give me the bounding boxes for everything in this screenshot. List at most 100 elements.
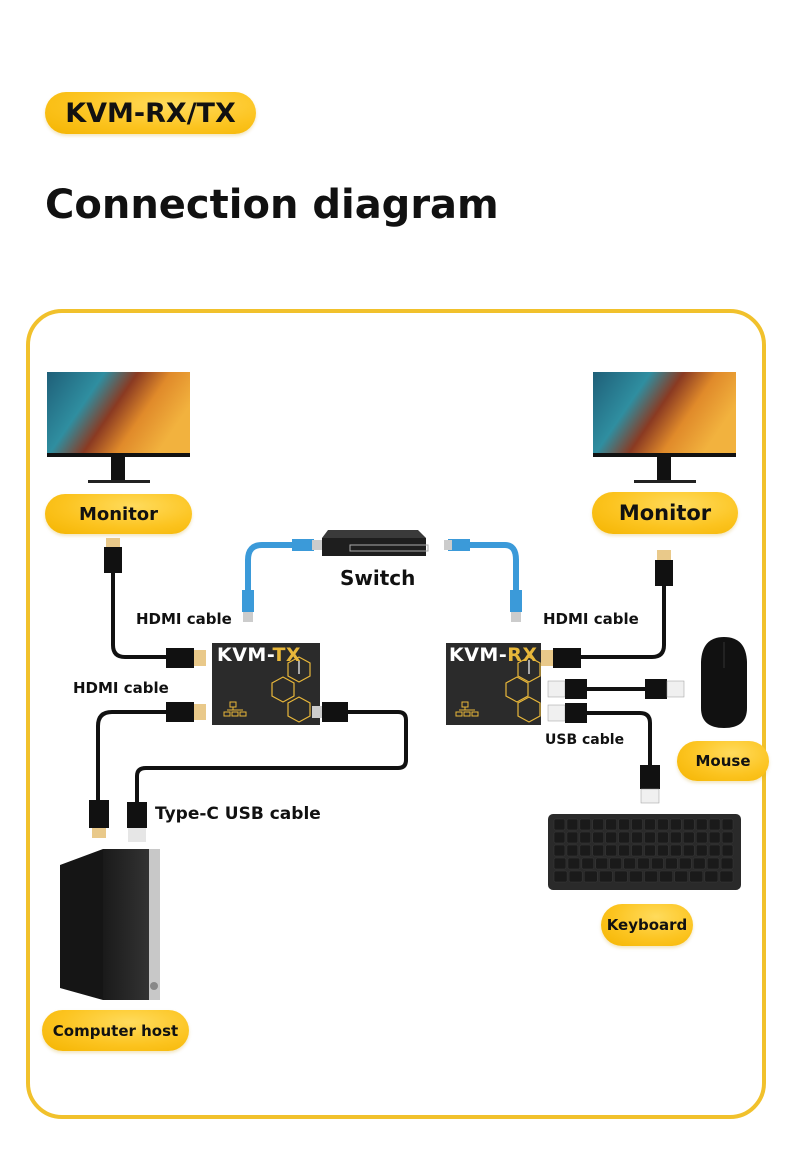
keyboard-key — [689, 870, 704, 883]
keyboard-key — [631, 818, 643, 831]
computer-host-label: Computer host — [42, 1010, 189, 1051]
page-title: Connection diagram — [45, 182, 499, 228]
keyboard-key — [704, 870, 719, 883]
keyboard-key — [657, 818, 669, 831]
keyboard-key — [581, 857, 595, 870]
monitor-right-icon — [593, 372, 736, 483]
kvm-rx-device — [446, 643, 541, 725]
monitor-left-icon — [47, 372, 190, 483]
keyboard-key — [644, 831, 656, 844]
keyboard-key — [553, 818, 566, 831]
keyboard-key — [706, 857, 720, 870]
keyboard-key — [695, 831, 708, 844]
keyboard-key — [605, 844, 617, 857]
keyboard-key — [614, 870, 628, 883]
keyboard-key — [695, 844, 708, 857]
computer-host-icon — [60, 849, 160, 1000]
diagram-frame — [26, 309, 766, 1119]
product-badge-text: KVM-RX/TX — [65, 97, 236, 129]
keyboard-key — [579, 831, 592, 844]
hdmi-cable-tx-monitor — [104, 538, 206, 668]
switch-label: Switch — [340, 566, 416, 590]
keyboard-key — [657, 831, 669, 844]
switch-icon — [322, 530, 429, 556]
kvm-rx-title: KVM-RX — [449, 644, 538, 666]
keyboard-key — [605, 831, 617, 844]
keyboard-key — [579, 844, 592, 857]
keyboard-key — [659, 870, 673, 883]
keyboard-key — [566, 818, 579, 831]
keyboard-key — [674, 870, 689, 883]
hdmi-cable-tx-host-label: HDMI cable — [73, 679, 169, 697]
keyboard-key — [566, 844, 579, 857]
keyboard-key — [618, 818, 630, 831]
keyboard-key — [583, 870, 598, 883]
hdmi-cable-tx-host — [89, 702, 206, 838]
keyboard-key — [623, 857, 636, 870]
usb-cable-label: USB cable — [545, 732, 625, 748]
keyboard-key — [592, 831, 604, 844]
usb-cable-keyboard — [547, 703, 660, 804]
keyboard-key — [553, 831, 566, 844]
keyboard-key — [553, 870, 568, 883]
kvm-tx-title: KVM-TX — [217, 644, 302, 666]
keyboard-key — [679, 857, 692, 870]
keyboard-key — [553, 844, 566, 857]
keyboard-key — [567, 857, 581, 870]
keyboard-key — [568, 870, 583, 883]
keyboard-key — [609, 857, 622, 870]
keyboard-icon — [548, 814, 741, 890]
typec-usb-cable — [127, 702, 408, 842]
keyboard-key — [605, 818, 617, 831]
keyboard-key — [683, 831, 695, 844]
keyboard-key — [599, 870, 613, 883]
keyboard-key — [592, 844, 604, 857]
hdmi-cable-tx-monitor-label: HDMI cable — [136, 610, 232, 628]
monitor-left-label: Monitor — [45, 494, 192, 534]
keyboard-key — [695, 818, 708, 831]
keyboard-key — [644, 870, 658, 883]
keyboard-key — [618, 831, 630, 844]
keyboard-key — [721, 844, 734, 857]
keyboard-key — [708, 831, 721, 844]
ethernet-cable-rx — [444, 539, 522, 622]
keyboard-key — [708, 818, 721, 831]
keyboard-key — [553, 857, 567, 870]
keyboard-key — [566, 831, 579, 844]
keyboard-key — [629, 870, 643, 883]
keyboard-key — [631, 831, 643, 844]
monitor-right-label: Monitor — [592, 492, 738, 534]
keyboard-key — [721, 831, 734, 844]
keyboard-key — [670, 831, 682, 844]
product-badge: KVM-RX/TX — [45, 92, 256, 134]
keyboard-key — [708, 844, 721, 857]
keyboard-key — [683, 818, 695, 831]
keyboard-key — [670, 818, 682, 831]
keyboard-key — [644, 844, 656, 857]
keyboard-key — [719, 870, 734, 883]
keyboard-key — [595, 857, 608, 870]
keyboard-key — [721, 818, 734, 831]
keyboard-key — [692, 857, 706, 870]
keyboard-key — [720, 857, 734, 870]
hdmi-cable-rx-monitor — [541, 550, 673, 668]
keyboard-key — [651, 857, 664, 870]
keyboard-key — [670, 844, 682, 857]
mouse-icon — [701, 637, 747, 728]
keyboard-key — [618, 844, 630, 857]
keyboard-key — [657, 844, 669, 857]
keyboard-key — [637, 857, 650, 870]
usb-cable-mouse — [547, 679, 685, 699]
keyboard-key — [665, 857, 678, 870]
keyboard-key — [631, 844, 643, 857]
ethernet-cable-tx — [242, 539, 322, 622]
keyboard-label: Keyboard — [601, 904, 693, 946]
keyboard-key — [579, 818, 592, 831]
keyboard-key — [644, 818, 656, 831]
typec-usb-cable-label: Type-C USB cable — [155, 804, 321, 824]
keyboard-key — [592, 818, 604, 831]
mouse-label: Mouse — [677, 741, 769, 781]
keyboard-key — [683, 844, 695, 857]
hdmi-cable-rx-monitor-label: HDMI cable — [543, 610, 639, 628]
